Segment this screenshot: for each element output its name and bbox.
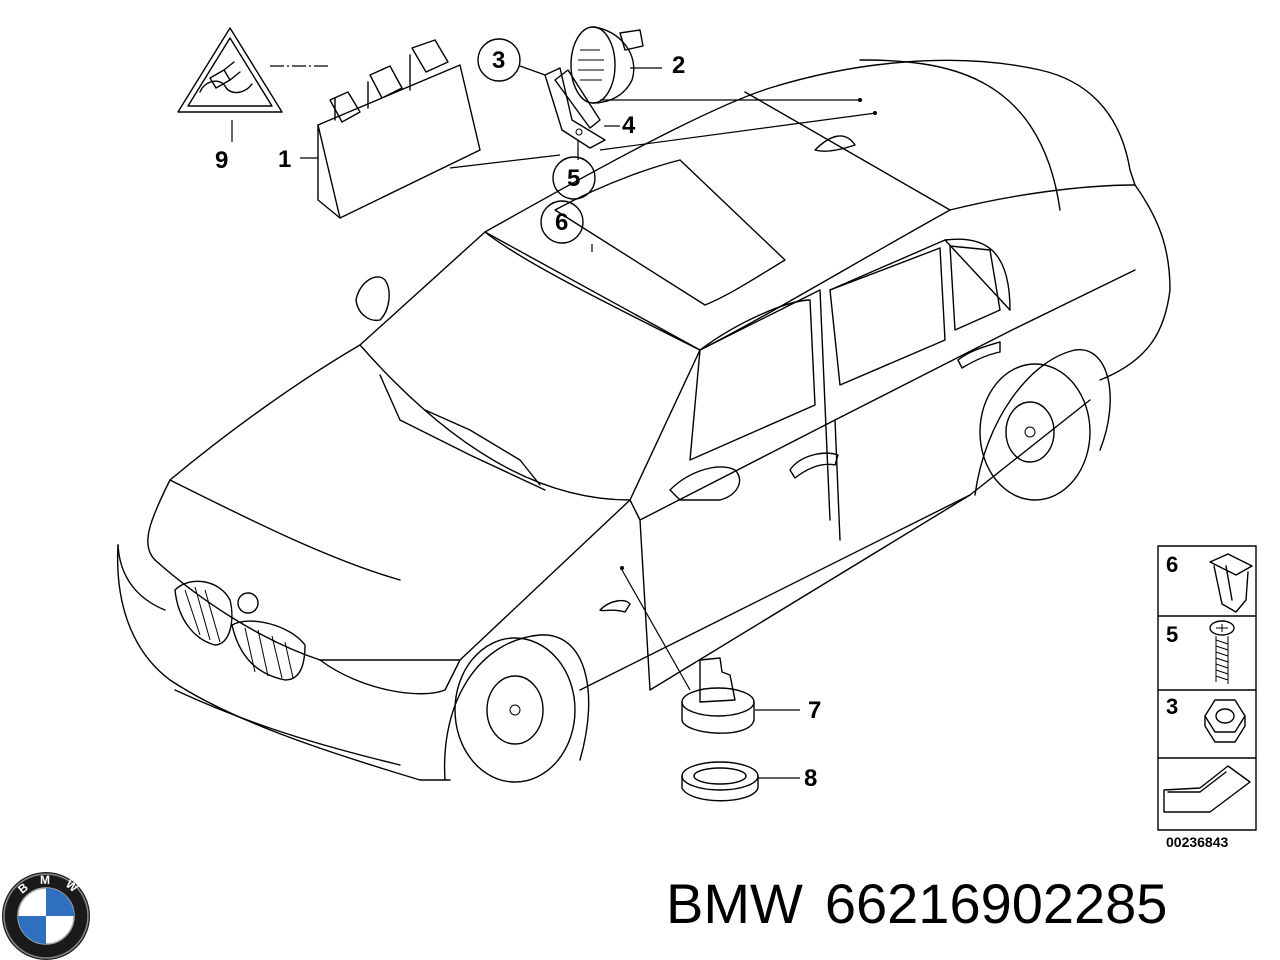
legend-label-3: 3 — [1166, 694, 1178, 719]
callout-2: 2 — [672, 52, 685, 79]
car-illustration — [116, 59, 1171, 783]
warning-triangle-icon — [177, 27, 283, 142]
callout-9: 9 — [215, 147, 228, 174]
brand-name: BMW — [666, 872, 803, 935]
legend-label-5: 5 — [1166, 622, 1178, 647]
callout-4: 4 — [622, 112, 636, 139]
callout-8: 8 — [804, 765, 817, 792]
siren-unit — [570, 26, 862, 104]
callout-6-circle — [540, 200, 584, 244]
callout-labels: 1 2 3 4 5 6 7 8 9 — [215, 38, 821, 792]
callout-3: 3 — [492, 47, 505, 74]
control-unit — [270, 39, 561, 219]
callout-5: 5 — [567, 165, 580, 192]
legend-box: 6 5 3 00236843 — [1157, 545, 1257, 850]
screw-icon — [1209, 620, 1235, 684]
arrow-icon — [1163, 765, 1251, 813]
callout-1: 1 — [278, 146, 291, 173]
hex-nut-icon — [1204, 699, 1246, 743]
sensor-assembly — [621, 569, 800, 802]
callout-3-circle — [477, 38, 521, 82]
bracket — [519, 65, 877, 160]
callout-6: 6 — [555, 209, 568, 236]
callout-5-circle — [552, 156, 596, 200]
nut-clip-icon — [1209, 553, 1253, 613]
bmw-logo: B M W — [2, 872, 90, 960]
callout-7: 7 — [808, 697, 821, 724]
reference-number: 00236843 — [1166, 834, 1229, 850]
legend-label-6: 6 — [1166, 552, 1178, 577]
svg-text:M: M — [40, 873, 50, 887]
part-number: 66216902285 — [824, 872, 1168, 935]
